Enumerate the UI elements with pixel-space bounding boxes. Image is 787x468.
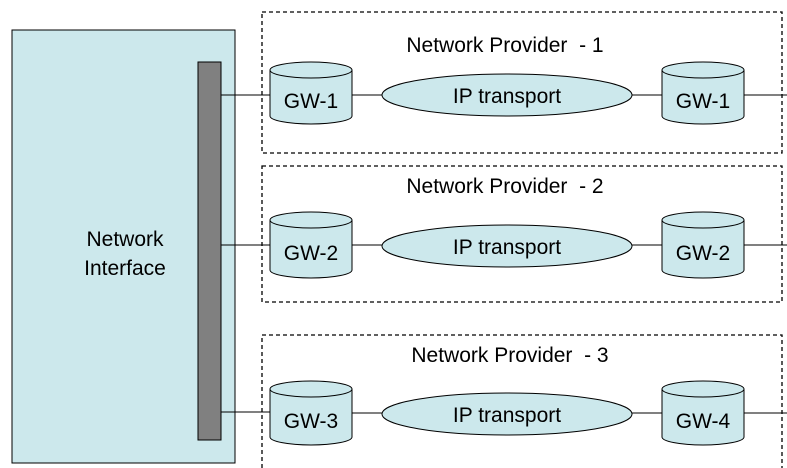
ip-transport-cloud-3: IP transport	[381, 392, 633, 436]
gateway-right-1: GW-1	[661, 61, 745, 125]
network-interface-label-line2: Interface	[84, 257, 166, 280]
provider-box-3	[261, 334, 783, 468]
provider-box-1	[261, 11, 783, 154]
gateway-right-3: GW-4	[661, 380, 745, 446]
ip-transport-label: IP transport	[453, 236, 561, 259]
gateway-right-2: GW-2	[661, 211, 745, 279]
gateway-label: GW-4	[676, 410, 731, 433]
ip-transport-cloud-1: IP transport	[381, 73, 633, 117]
gateway-left-2: GW-2	[269, 211, 353, 279]
gateway-left-3: GW-3	[269, 380, 353, 446]
interface-bar	[197, 61, 222, 441]
gateway-label: GW-1	[284, 90, 338, 113]
network-interface-label-line1: Network	[86, 228, 164, 251]
provider-title-1: Network Provider - 1	[406, 34, 603, 57]
provider-title-2: Network Provider - 2	[406, 175, 603, 198]
gateway-label: GW-3	[284, 410, 338, 433]
ip-transport-label: IP transport	[453, 404, 561, 427]
gateway-label: GW-2	[284, 242, 338, 265]
ip-transport-cloud-2: IP transport	[381, 224, 633, 268]
gateway-label: GW-2	[676, 242, 730, 265]
provider-box-2	[261, 165, 783, 303]
provider-title-3: Network Provider - 3	[411, 344, 608, 367]
ip-transport-label: IP transport	[453, 85, 561, 108]
gateway-left-1: GW-1	[269, 61, 353, 125]
gateway-label: GW-1	[676, 90, 730, 113]
